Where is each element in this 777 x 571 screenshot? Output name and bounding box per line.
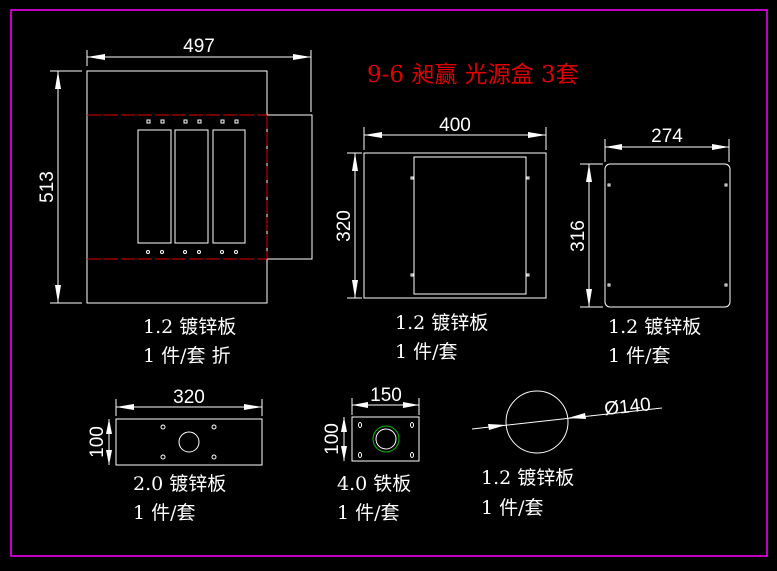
dim-height: 100: [87, 426, 108, 458]
window-cutout: [212, 129, 246, 244]
quantity-label: 1 件/套: [481, 497, 544, 519]
quantity-label: 1 件/套: [133, 502, 196, 524]
material-label: 1.2 镀锌板: [143, 316, 236, 338]
material-label: 2.0 镀锌板: [133, 473, 226, 495]
part-front-panel: 400 320 1.2 镀锌板 1 件/套: [334, 115, 547, 363]
dim-width: 274: [651, 126, 683, 147]
material-label: 1.2 镀锌板: [608, 316, 701, 338]
quantity-label: 1 件/套 折: [143, 345, 231, 367]
part-mount-plate: 320 100 2.0 镀锌板 1 件/套: [87, 387, 263, 524]
material-label: 1.2 镀锌板: [395, 312, 488, 334]
drawing-border: [10, 9, 768, 557]
dim-width: 497: [183, 36, 215, 57]
dim-height: 320: [334, 210, 355, 242]
part-back-panel: 274 316 1.2 镀锌板 1 件/套: [568, 126, 731, 367]
quantity-label: 1 件/套: [608, 345, 671, 367]
drawing-title: 9-6 昶赢 光源盒 3套: [367, 62, 579, 88]
material-label: 1.2 镀锌板: [481, 467, 574, 489]
dim-height: 100: [322, 423, 343, 455]
part-main-panel: 497 513 1.2 镀锌板 1 件/套 折: [37, 36, 313, 367]
dim-width: 150: [370, 385, 402, 406]
window-cutout: [137, 129, 172, 244]
dim-height: 316: [568, 220, 589, 252]
quantity-label: 1 件/套: [395, 341, 458, 363]
dim-diameter: Ø140: [603, 394, 651, 420]
window-cutout: [174, 129, 209, 244]
dim-height: 513: [37, 171, 58, 203]
part-iron-plate: 150 100 4.0 铁板 1 件/套: [322, 385, 420, 524]
dim-width: 320: [173, 387, 205, 408]
dim-width: 400: [439, 115, 471, 136]
part-round-disc: Ø140 1.2 镀锌板 1 件/套: [471, 390, 663, 519]
quantity-label: 1 件/套: [337, 502, 400, 524]
material-label: 4.0 铁板: [337, 473, 411, 495]
